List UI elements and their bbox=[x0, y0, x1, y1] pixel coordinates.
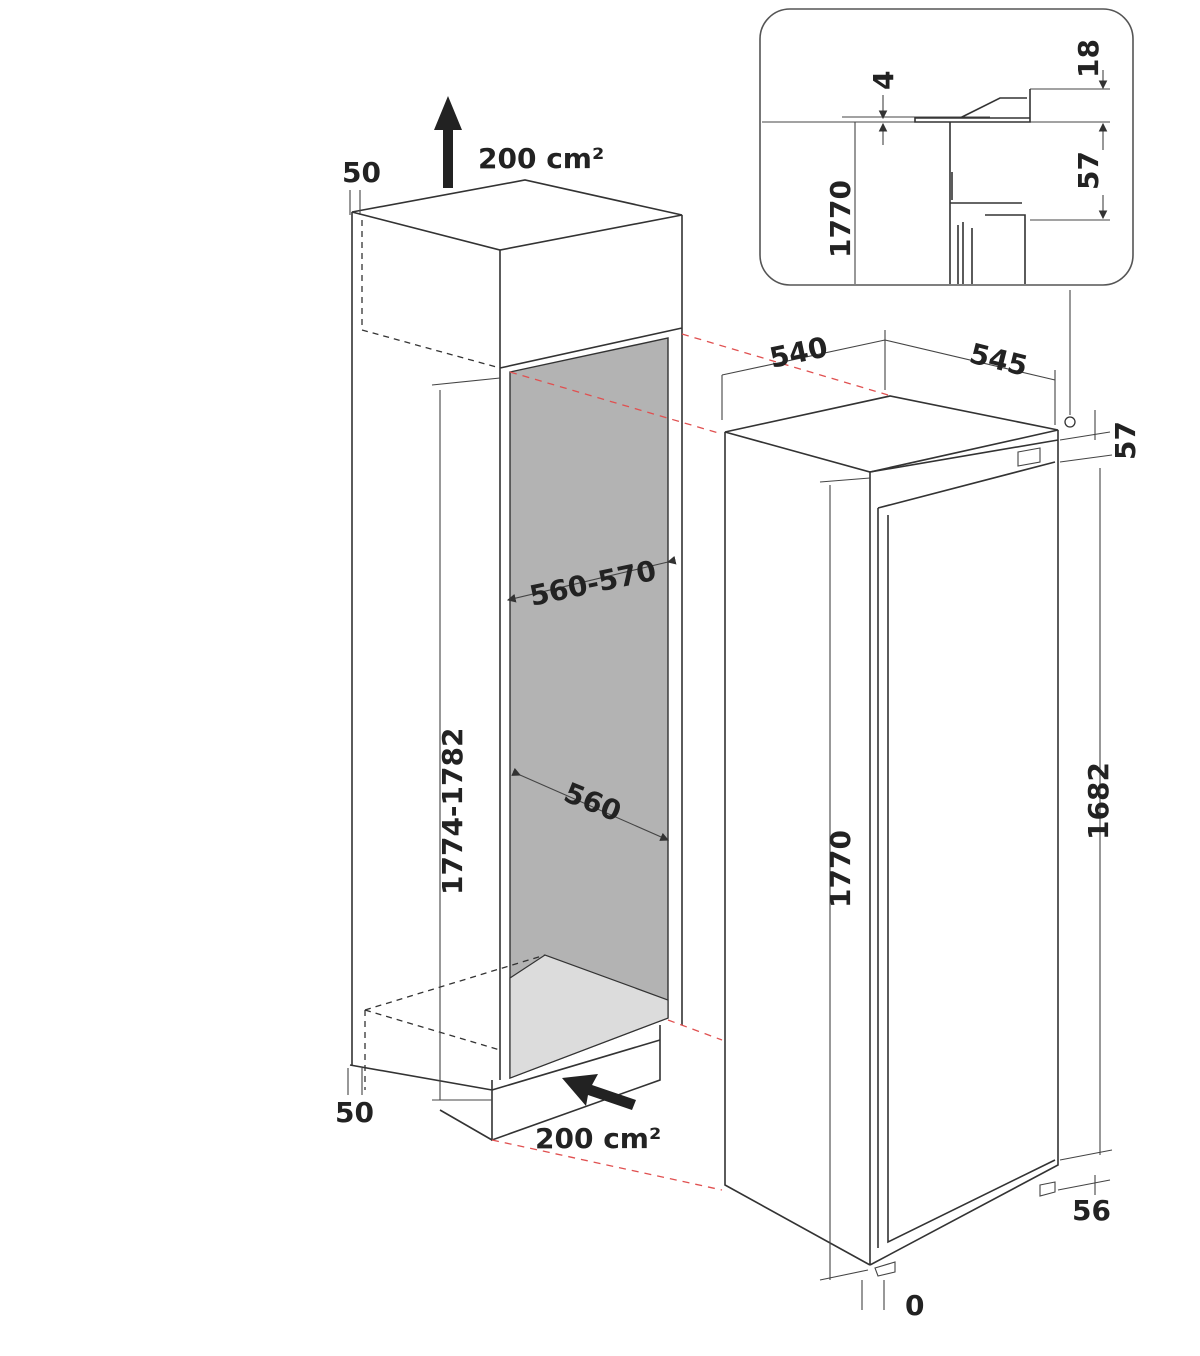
niche-depth-dimension bbox=[511, 767, 670, 841]
vent-bottom-label: 200 cm² bbox=[535, 1122, 661, 1155]
alignment-guides bbox=[491, 333, 889, 1191]
bottom-offset-label: 56 bbox=[1072, 1194, 1111, 1227]
niche-height-dimension bbox=[431, 377, 501, 1101]
appliance-depth-label: 545 bbox=[966, 337, 1031, 383]
detail-inset bbox=[759, 8, 1134, 286]
inset-top-label: 18 bbox=[1072, 39, 1105, 78]
vent-arrow-in bbox=[562, 1074, 636, 1110]
top-offset-label: 57 bbox=[1109, 421, 1142, 460]
vent-top-label: 200 cm² bbox=[478, 142, 604, 175]
appliance bbox=[724, 395, 1059, 1277]
vent-arrow-up bbox=[434, 96, 462, 188]
appliance-height-dimension bbox=[819, 477, 871, 1281]
bottom-clearance-label: 50 bbox=[335, 1096, 374, 1129]
inset-height-label: 1770 bbox=[824, 180, 857, 258]
niche-cabinet bbox=[349, 179, 683, 1142]
top-cabinet-box bbox=[351, 179, 683, 251]
niche-height-label: 1774-1782 bbox=[436, 728, 469, 895]
niche-floor bbox=[509, 954, 669, 1079]
inset-offset-label: 57 bbox=[1072, 151, 1105, 190]
door-gap-label: 0 bbox=[905, 1289, 924, 1322]
door-height-dimension bbox=[1059, 454, 1113, 1161]
niche-width-dimension bbox=[506, 555, 677, 603]
inset-gap-label: 4 bbox=[867, 71, 900, 90]
appliance-height-label: 1770 bbox=[824, 830, 857, 908]
appliance-width-label: 540 bbox=[767, 330, 831, 374]
top-clearance-label: 50 bbox=[342, 156, 381, 189]
appliance-width-depth-dimension bbox=[721, 330, 1056, 425]
door-height-label: 1682 bbox=[1082, 762, 1115, 840]
